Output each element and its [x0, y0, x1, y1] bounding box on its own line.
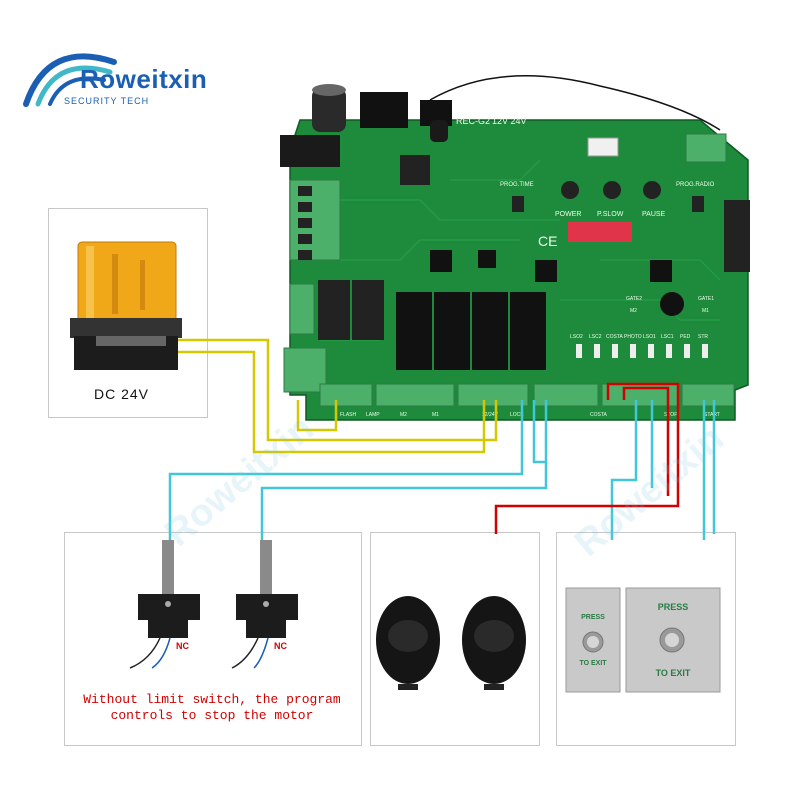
input-leds: [576, 344, 708, 358]
relay: [396, 292, 432, 370]
board-connector: [587, 137, 619, 157]
relay: [352, 280, 384, 340]
terminal-label: COSTA: [590, 412, 608, 418]
large-button-press-label: PRESS: [657, 602, 689, 612]
gate-label: GATE1: [698, 296, 714, 302]
knob-label-pause: PAUSE: [642, 211, 666, 218]
relay: [510, 292, 546, 370]
photocell-wires: [494, 382, 680, 534]
pause-knob: [643, 181, 661, 199]
gate-label: M2: [630, 308, 637, 314]
limit-switch-wires: [168, 400, 548, 540]
nc-label-right: NC: [274, 641, 287, 651]
input-label: LSO2: [570, 334, 583, 340]
antenna-terminal: [685, 133, 727, 163]
dc-jack: [360, 92, 408, 128]
chip: [430, 250, 452, 272]
lamp-voltage-label: DC 24V: [94, 386, 150, 402]
exit-button-large: [625, 587, 721, 693]
terminal-label: FLASH: [340, 412, 357, 418]
photocell-right: [462, 596, 526, 690]
inductor: [400, 155, 430, 185]
terminal-label: LAMP: [366, 412, 380, 418]
costa-terminal: [533, 383, 599, 407]
relay: [434, 292, 470, 370]
input-label: LSC2: [589, 334, 602, 340]
limit-switch-left: [129, 540, 200, 669]
knob-label-slow: P.SLOW: [597, 211, 624, 218]
prog-radio-label: PROG.RADIO: [676, 182, 715, 188]
brand-logo: Roweitxin SECURITY TECH: [18, 42, 218, 112]
knob-label-power: POWER: [555, 211, 581, 218]
power-knob: [561, 181, 579, 199]
terminal-label: M2: [400, 412, 407, 418]
prog-time-button: [512, 196, 524, 212]
exit-button-small: [565, 587, 621, 693]
input-label: STR: [698, 334, 708, 340]
slow-knob: [603, 181, 621, 199]
input-label: COSTA: [606, 334, 624, 340]
power-terminal: [289, 179, 341, 261]
heatsink: [280, 135, 340, 167]
limit-switch-right: [231, 540, 298, 669]
brand-name: Roweitxin: [80, 64, 208, 94]
limit-note-line2: controls to stop the motor: [110, 708, 314, 723]
input-label: PED: [680, 334, 691, 340]
prog-time-label: PROG.TIME: [500, 182, 534, 188]
limit-note-line1: Without limit switch, the program: [83, 692, 341, 707]
nc-label-left: NC: [176, 641, 189, 651]
input-label: LSC1: [661, 334, 674, 340]
relay: [472, 292, 508, 370]
lock-terminal: [457, 383, 529, 407]
terminal-label: M1: [432, 412, 439, 418]
input-label: PHOTO: [624, 334, 642, 340]
limit-switch-note: Without limit switch, the program contro…: [64, 692, 360, 724]
control-board: [280, 84, 750, 421]
capacitor: [312, 88, 346, 132]
dip-switch: [568, 222, 632, 242]
flash-terminal: [319, 383, 373, 407]
antenna-wire: [429, 75, 721, 131]
prog-radio-button: [692, 196, 704, 212]
flash-lamp: [70, 241, 182, 370]
gate-label: GATE2: [626, 296, 642, 302]
relay: [318, 280, 350, 340]
gate-label: M1: [702, 308, 709, 314]
terminal-label: 12/24V: [482, 412, 499, 418]
motor-output-terminal: [375, 383, 455, 407]
small-button-exit-label: TO EXIT: [579, 660, 607, 667]
limit-switch-panel: [64, 532, 362, 746]
board-model: REC-G2: [456, 116, 490, 126]
ce-mark: CE: [538, 233, 557, 249]
input-label: LSO1: [643, 334, 656, 340]
lamp-wires: [170, 338, 498, 454]
terminal-label: STOP: [664, 412, 678, 418]
large-button-exit-label: TO EXIT: [655, 668, 691, 678]
small-button-press-label: PRESS: [581, 614, 605, 621]
radio-module: [724, 200, 750, 272]
terminal-label: START: [704, 412, 720, 418]
start-terminal: [681, 383, 735, 407]
logo-arc-icon: [23, 53, 117, 107]
motor-terminal: [283, 347, 327, 393]
terminal-label: LOCK: [510, 412, 524, 418]
brand-tagline: SECURITY TECH: [64, 96, 150, 106]
photocell-left: [376, 596, 440, 690]
exit-button-wires: [610, 400, 716, 540]
buzzer: [660, 292, 684, 316]
board-voltage: 12V 24V: [492, 116, 527, 126]
